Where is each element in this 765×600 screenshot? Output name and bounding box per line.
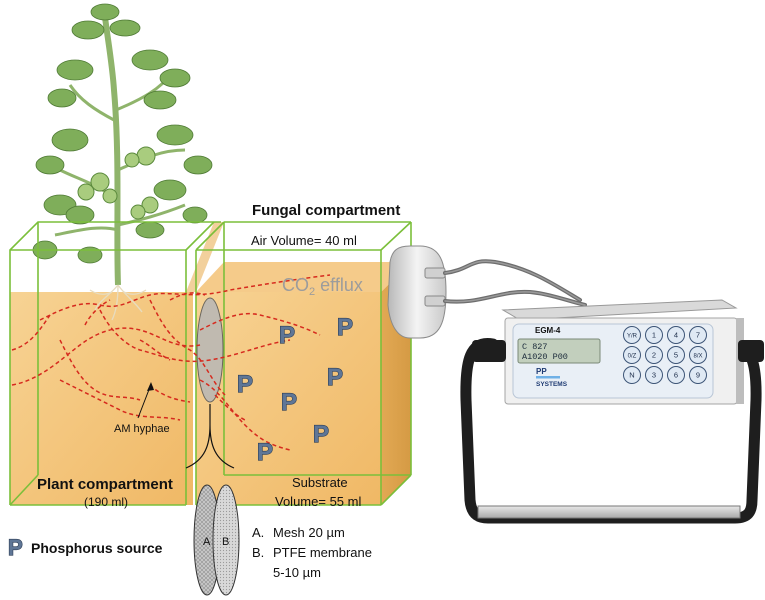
membrane-a-label: A [203, 536, 211, 548]
egm4-handle [460, 338, 762, 524]
substrate-label: Substrate [292, 475, 348, 490]
egm4-key[interactable] [623, 346, 641, 364]
p-marker: P [279, 322, 295, 349]
egm4-display-line2: A1020 P00 [522, 352, 568, 362]
egm4-keypad: Y/R 1 4 7 0/Z 2 5 8/X N 3 6 9 [623, 326, 707, 384]
p-marker: P [337, 314, 353, 341]
p-marker: P [313, 421, 329, 448]
egm4-key-label: 0/Z [628, 354, 637, 360]
egm4-key[interactable] [667, 366, 685, 384]
egm4-key-label: 7 [696, 331, 700, 340]
egm4-key[interactable] [623, 366, 641, 384]
egm4-key[interactable] [645, 366, 663, 384]
plant-roots [89, 284, 147, 321]
plant-volume-label: (190 ml) [84, 495, 128, 509]
plant-compartment-label: Plant compartment [37, 476, 173, 493]
tomato-plant [32, 3, 213, 286]
pp-systems-logo-text: SYSTEMS [536, 381, 568, 388]
air-volume-label: Air Volume= 40 ml [251, 233, 357, 248]
egm4-key[interactable] [645, 346, 663, 364]
egm4-front-panel: EGM-4 C 827 A1020 P00 PP SYSTEMS [512, 323, 714, 399]
legend-b-text-2: 5-10 µm [273, 565, 321, 580]
egm4-key[interactable] [689, 366, 707, 384]
legend-a-text: Mesh 20 µm [273, 525, 345, 540]
am-hyphae-pointer [137, 382, 154, 419]
egm4-key-label: 4 [674, 331, 678, 340]
compartment-frame [9, 221, 412, 506]
p-marker: P [237, 371, 253, 398]
egm4-key-label: 3 [652, 371, 656, 380]
egm4-key[interactable] [689, 346, 707, 364]
fungal-compartment-soil [196, 292, 381, 505]
pp-systems-logo: PP [536, 367, 547, 376]
egm4-display-line1: C 827 [522, 342, 548, 352]
tomato-fruits [77, 146, 159, 220]
egm4-key-label: 5 [674, 351, 678, 360]
am-hyphae-label: AM hyphae [114, 423, 170, 435]
egm4-display [517, 338, 601, 364]
phosphorus-legend-label: Phosphorus source [31, 540, 163, 556]
egm4-key-label: 8/X [693, 354, 702, 360]
egm4-key[interactable] [623, 326, 641, 344]
egm4-key-label: 2 [652, 351, 656, 360]
p-marker: P [257, 439, 273, 466]
egm4-model-label: EGM-4 [535, 326, 561, 335]
egm4-key-label: 6 [674, 371, 678, 380]
egm4-key-label: 1 [652, 331, 656, 340]
membrane-b [212, 484, 240, 596]
phosphorus-markers: P P P P P P P [236, 313, 353, 466]
egm4-key[interactable] [667, 346, 685, 364]
legend-a-marker: A. [252, 525, 264, 540]
egm4-key-label: N [629, 371, 634, 380]
egm4-key-label: Y/R [627, 334, 638, 340]
egm4-key-label: 9 [696, 371, 700, 380]
am-hyphae [11, 274, 331, 451]
p-marker: P [281, 389, 297, 416]
chamber-cap [387, 245, 447, 339]
membrane-window [196, 297, 224, 403]
egm4-key[interactable] [645, 326, 663, 344]
co2-efflux-label: CO2 efflux [282, 275, 363, 298]
legend-b-text: PTFE membrane [273, 545, 372, 560]
egm4-key[interactable] [689, 326, 707, 344]
membrane-b-label: B [222, 536, 229, 548]
phosphorus-legend-icon: P [8, 535, 23, 560]
legend-b-marker: B. [252, 545, 264, 560]
substrate-volume-label: Volume= 55 ml [275, 494, 361, 509]
p-marker: P [327, 364, 343, 391]
egm4-key[interactable] [667, 326, 685, 344]
fungal-compartment-label: Fungal compartment [252, 202, 400, 219]
